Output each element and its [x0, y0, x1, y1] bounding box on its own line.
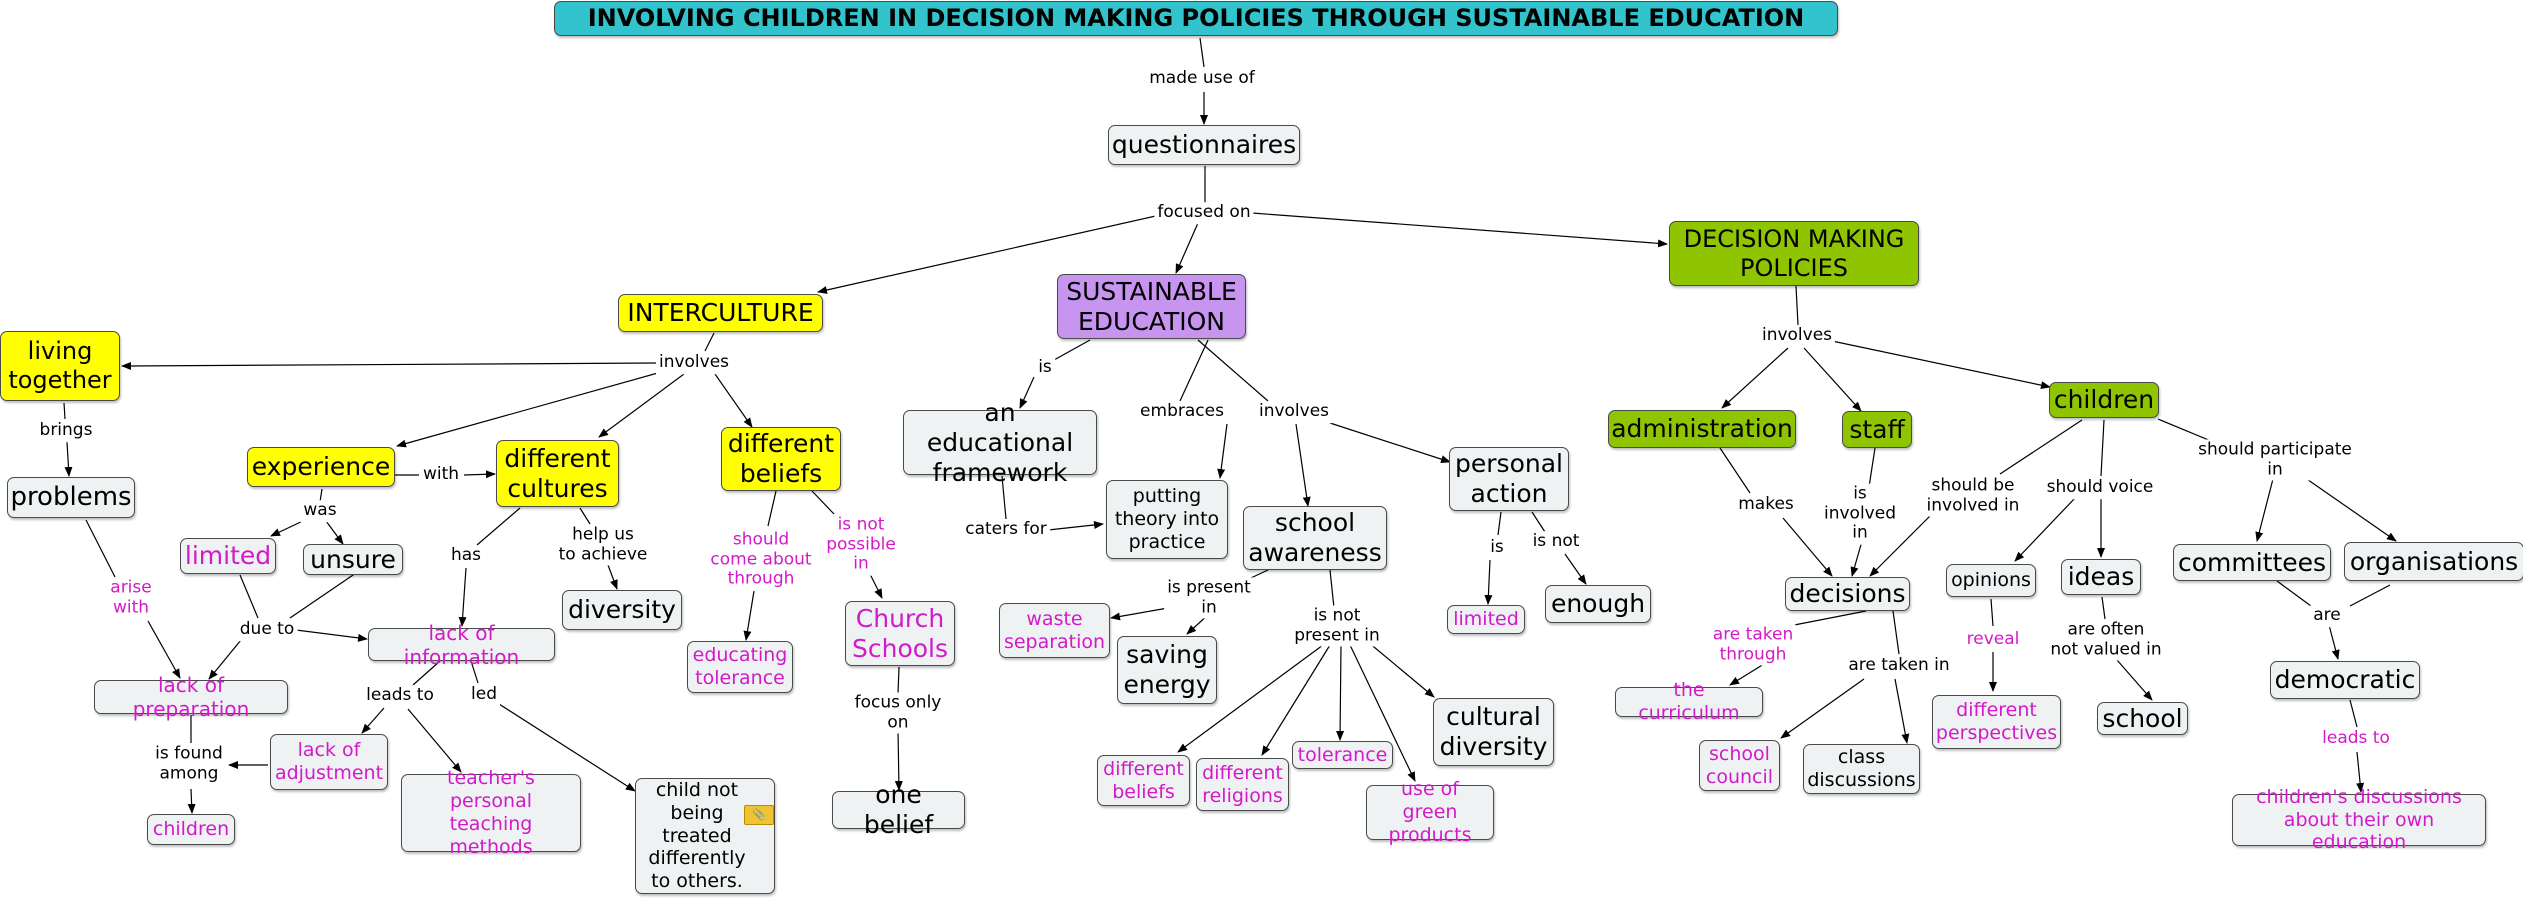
node-interculture[interactable]: INTERCULTURE — [618, 294, 823, 332]
node-problems[interactable]: problems — [7, 477, 135, 518]
link-is-personal-action: is — [1487, 537, 1507, 559]
node-church-schools[interactable]: Church Schools — [845, 601, 955, 666]
link-makes: makes — [1735, 494, 1797, 516]
link-should-come-about-through: should come about through — [707, 529, 815, 591]
link-was: was — [300, 500, 340, 522]
node-living-together[interactable]: living together — [0, 331, 120, 401]
node-teachers-methods[interactable]: teacher's personal teaching methods — [401, 767, 581, 858]
node-committees[interactable]: committees — [2173, 544, 2331, 581]
link-involves-policies: involves — [1758, 325, 1836, 347]
node-different-beliefs[interactable]: different beliefs — [721, 427, 841, 491]
node-staff[interactable]: staff — [1842, 411, 1912, 448]
node-enough[interactable]: enough — [1545, 585, 1651, 623]
link-should-participate-in: should participate in — [2195, 439, 2355, 481]
link-caters-for: caters for — [962, 519, 1050, 541]
node-child-not-treated[interactable]: child not being treated differently to o… — [635, 778, 775, 894]
node-educational-framework[interactable]: an educational framework — [903, 398, 1097, 487]
node-waste-separation[interactable]: waste separation — [999, 603, 1110, 658]
link-reveal: reveal — [1963, 629, 2023, 651]
node-opinions[interactable]: opinions — [1946, 564, 2036, 597]
link-should-be-involved-in: should be involved in — [1923, 475, 2023, 517]
node-limited[interactable]: limited — [180, 538, 276, 574]
node-decision-making-policies[interactable]: DECISION MAKING POLICIES — [1669, 221, 1919, 286]
node-different-beliefs-small[interactable]: different beliefs — [1097, 755, 1190, 806]
node-children-small[interactable]: children — [147, 814, 235, 845]
link-are-taken-in: are taken in — [1845, 655, 1953, 677]
link-is-involved-in: is involved in — [1821, 483, 1899, 545]
node-school[interactable]: school — [2097, 702, 2188, 735]
node-different-perspectives[interactable]: different perspectives — [1932, 695, 2061, 749]
link-due-to: due to — [236, 619, 298, 641]
link-focused-on: focused on — [1154, 202, 1254, 224]
node-educating-tolerance[interactable]: educating tolerance — [687, 641, 793, 693]
link-is-not-possible-in: is not possible in — [823, 514, 899, 576]
link-is-present-in: is present in — [1164, 577, 1254, 619]
node-decisions[interactable]: decisions — [1785, 577, 1910, 611]
link-involves-interculture: involves — [655, 352, 733, 374]
link-arise-with: arise with — [107, 577, 155, 619]
link-focus-only-on: focus only on — [851, 692, 945, 734]
link-involves-sustainable: involves — [1255, 401, 1333, 423]
link-embraces: embraces — [1137, 401, 1227, 423]
node-different-religions[interactable]: different religions — [1196, 758, 1289, 811]
node-diversity[interactable]: diversity — [562, 590, 682, 630]
node-experience[interactable]: experience — [247, 447, 395, 487]
node-one-belief[interactable]: one belief — [832, 780, 965, 839]
node-limited-2[interactable]: limited — [1447, 605, 1525, 634]
node-tolerance[interactable]: tolerance — [1292, 741, 1393, 769]
node-unsure[interactable]: unsure — [303, 544, 403, 575]
node-school-awareness[interactable]: school awareness — [1243, 506, 1387, 570]
node-green-products[interactable]: use of green products — [1366, 778, 1494, 846]
node-lack-of-adjustment[interactable]: lack of adjustment — [270, 734, 388, 790]
node-organisations[interactable]: organisations — [2344, 542, 2523, 581]
node-childrens-discussions[interactable]: children's discussions about their own e… — [2232, 786, 2486, 853]
link-is-framework: is — [1035, 357, 1055, 379]
link-led: led — [468, 684, 500, 706]
node-cultural-diversity[interactable]: cultural diversity — [1433, 698, 1554, 766]
link-should-voice: should voice — [2043, 477, 2157, 499]
node-child-not-treated-label: child not being treated differently to o… — [648, 779, 746, 893]
node-class-discussions[interactable]: class discussions — [1803, 744, 1920, 794]
node-saving-energy[interactable]: saving energy — [1117, 636, 1217, 704]
node-democratic[interactable]: democratic — [2270, 661, 2420, 699]
map-title: INVOLVING CHILDREN IN DECISION MAKING PO… — [554, 1, 1838, 36]
resource-attachment-icon[interactable]: 📎 — [744, 805, 774, 825]
link-has: has — [447, 545, 485, 567]
node-putting-theory[interactable]: putting theory into practice — [1106, 480, 1228, 559]
node-the-curriculum[interactable]: the curriculum — [1615, 679, 1763, 724]
link-with: with — [419, 464, 463, 486]
link-is-found-among: is found among — [152, 743, 226, 785]
node-questionnaires[interactable]: questionnaires — [1108, 125, 1300, 165]
node-lack-of-information[interactable]: lack of information — [368, 621, 555, 669]
link-are: are — [2310, 605, 2344, 627]
node-school-council[interactable]: school council — [1699, 740, 1780, 791]
link-are-often-not-valued-in: are often not valued in — [2047, 619, 2165, 661]
link-is-not-present-in: is not present in — [1291, 605, 1383, 647]
node-different-cultures[interactable]: different cultures — [496, 440, 619, 507]
node-ideas[interactable]: ideas — [2061, 559, 2141, 595]
link-is-not: is not — [1529, 531, 1583, 553]
link-are-taken-through: are taken through — [1709, 624, 1797, 666]
node-personal-action[interactable]: personal action — [1449, 447, 1569, 511]
link-brings: brings — [36, 420, 96, 442]
node-administration[interactable]: administration — [1608, 410, 1796, 448]
node-children-main[interactable]: children — [2049, 382, 2159, 418]
node-sustainable-education[interactable]: SUSTAINABLE EDUCATION — [1057, 274, 1246, 339]
link-leads-to-democratic: leads to — [2319, 728, 2393, 750]
link-made-use-of: made use of — [1146, 68, 1258, 90]
link-help-us-to-achieve: help us to achieve — [555, 524, 651, 566]
link-leads-to-information: leads to — [363, 685, 437, 707]
node-lack-of-preparation[interactable]: lack of preparation — [94, 673, 288, 721]
